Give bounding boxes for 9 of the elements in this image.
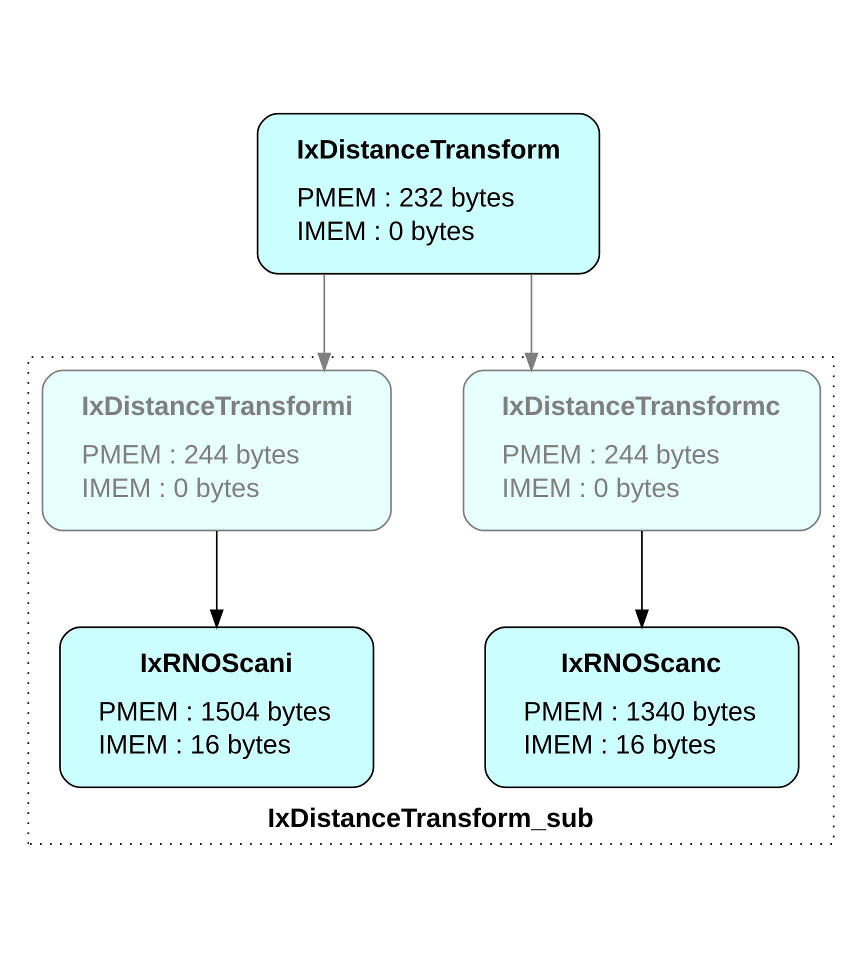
node-box: IxRNOScanc PMEM : 1340 bytes IMEM : 16 bytes [484,626,800,788]
arrow [317,274,332,373]
node-box: IxDistanceTransformi PMEM : 244 bytes IMEM : 0 bytes [42,370,392,532]
node-box: IxDistanceTransformc PMEM : 244 bytes IMEM : 0 bytes [462,370,822,532]
node-box: IxRNOScani PMEM : 1504 bytes IMEM : 16 bytes [59,626,374,788]
arrow [634,531,649,630]
arrow [524,274,538,373]
arrow [210,531,224,630]
node-box: IxDistanceTransform PMEM : 232 bytes IMEM : 0 bytes [256,112,600,275]
